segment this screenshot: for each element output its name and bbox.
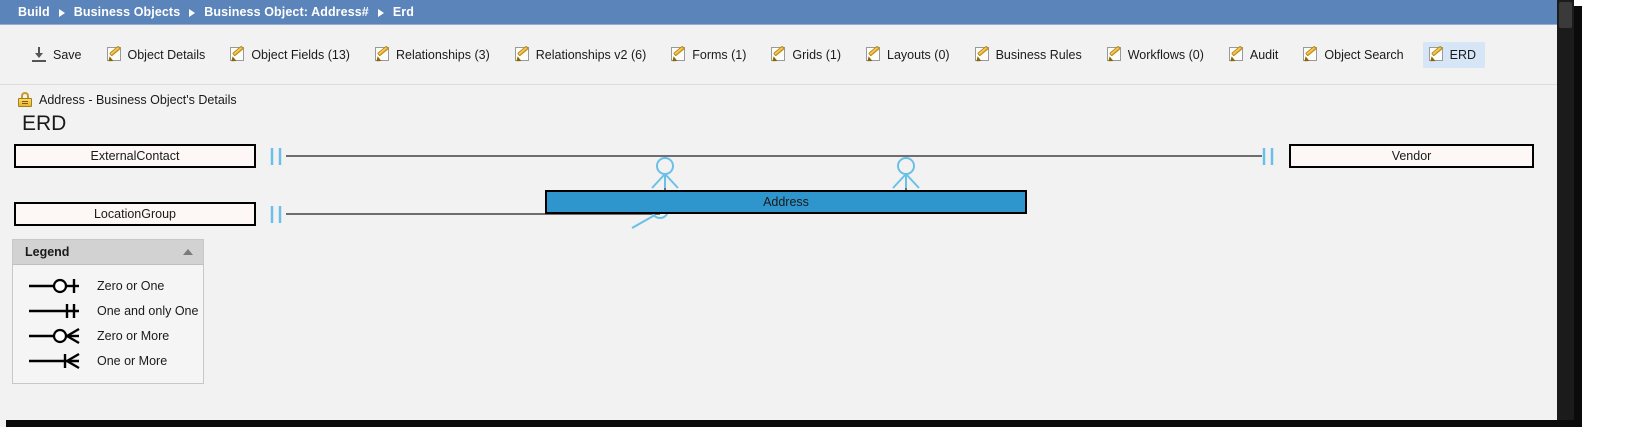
pencil-icon	[974, 45, 990, 64]
toolbar: Save Object Details Object Fields (13) R…	[0, 25, 1557, 85]
breadcrumb-item-erd[interactable]: Erd	[392, 5, 414, 19]
legend-label: One or More	[97, 353, 168, 368]
connector-one-and-only-one	[270, 148, 282, 165]
erd-entity-label: ExternalContact	[90, 149, 180, 163]
chevron-up-icon[interactable]	[183, 249, 193, 255]
breadcrumb-separator-icon	[189, 9, 196, 17]
erd-entity-label: Address	[763, 195, 809, 209]
toolbar-label: ERD	[1449, 47, 1477, 62]
toolbar-item-erd[interactable]: ERD	[1422, 41, 1486, 68]
toolbar-label: Save	[53, 47, 82, 62]
connector-one-and-only-one	[1262, 148, 1274, 165]
toolbar-label: Workflows (0)	[1127, 47, 1204, 62]
window-shadow-right	[1574, 6, 1582, 427]
legend-item-zero-or-more: Zero or More	[13, 323, 203, 348]
toolbar-item-workflows[interactable]: Workflows (0)	[1101, 42, 1213, 68]
one-and-only-one-icon	[29, 303, 79, 318]
toolbar-item-object-search[interactable]: Object Search	[1297, 42, 1412, 68]
legend-item-zero-or-one: Zero or One	[13, 273, 203, 298]
pencil-icon	[514, 45, 530, 64]
toolbar-label: Grids (1)	[792, 47, 842, 62]
legend-label: One and only One	[97, 303, 199, 318]
desktop-background	[1582, 0, 1629, 427]
scrollbar-thumb[interactable]	[1559, 2, 1572, 28]
pencil-icon	[865, 45, 881, 64]
toolbar-label: Object Search	[1324, 47, 1404, 62]
toolbar-label: Object Details	[127, 47, 206, 62]
breadcrumb-item-business-object-address[interactable]: Business Object: Address#	[204, 5, 369, 19]
pencil-icon	[229, 45, 245, 64]
toolbar-item-relationships[interactable]: Relationships (3)	[369, 42, 499, 68]
erd-entity-label: LocationGroup	[93, 207, 176, 221]
toolbar-item-grids[interactable]: Grids (1)	[765, 42, 850, 68]
toolbar-item-save[interactable]: Save	[26, 42, 91, 68]
toolbar-item-object-fields[interactable]: Object Fields (13)	[224, 42, 359, 68]
pencil-icon	[374, 45, 390, 64]
pencil-icon	[1106, 45, 1122, 64]
erd-entity-label: Vendor	[1391, 149, 1432, 163]
toolbar-item-business-rules[interactable]: Business Rules	[969, 42, 1091, 68]
vertical-scrollbar[interactable]	[1557, 0, 1574, 420]
toolbar-label: Forms (1)	[692, 47, 747, 62]
page-body: Build Business Objects Business Object: …	[0, 0, 1557, 427]
connector-one-and-only-one	[270, 206, 282, 223]
breadcrumb-item-build[interactable]: Build	[18, 5, 50, 19]
toolbar-label: Layouts (0)	[887, 47, 950, 62]
toolbar-item-forms[interactable]: Forms (1)	[665, 42, 755, 68]
pencil-icon	[1302, 45, 1318, 64]
page-title: ERD	[22, 112, 67, 135]
breadcrumb: Build Business Objects Business Object: …	[0, 0, 1557, 25]
zero-or-more-icon	[29, 327, 80, 344]
lock-icon	[18, 92, 32, 107]
legend-body: Zero or One One and only One	[13, 265, 203, 383]
pencil-icon	[1428, 45, 1444, 64]
erd-entity-externalcontact[interactable]: ExternalContact	[14, 144, 256, 168]
toolbar-item-layouts[interactable]: Layouts (0)	[860, 42, 959, 68]
pencil-icon	[670, 45, 686, 64]
erd-entity-locationgroup[interactable]: LocationGroup	[14, 202, 256, 226]
toolbar-label: Relationships (3)	[395, 47, 490, 62]
toolbar-label: Relationships v2 (6)	[535, 47, 647, 62]
legend-label: Zero or More	[97, 328, 170, 343]
breadcrumb-separator-icon	[58, 9, 65, 17]
legend-title: Legend	[25, 245, 70, 259]
one-or-more-icon	[29, 352, 80, 369]
toolbar-label: Business Rules	[995, 47, 1082, 62]
object-details-text: Address - Business Object's Details	[39, 92, 237, 107]
breadcrumb-separator-icon	[377, 9, 384, 17]
pencil-icon	[770, 45, 786, 64]
breadcrumb-item-business-objects[interactable]: Business Objects	[73, 5, 181, 19]
pencil-icon	[106, 45, 122, 64]
save-icon	[32, 47, 47, 62]
legend-header[interactable]: Legend	[13, 240, 203, 265]
erd-connector-layer	[270, 148, 1274, 229]
erd-entity-address[interactable]: Address	[545, 190, 1027, 214]
toolbar-item-relationships-v2[interactable]: Relationships v2 (6)	[509, 42, 655, 68]
window-shadow-bottom	[6, 420, 1582, 427]
toolbar-item-audit[interactable]: Audit	[1223, 42, 1288, 68]
pencil-icon	[1228, 45, 1244, 64]
zero-or-one-icon	[29, 278, 79, 293]
connector-zero-or-more	[651, 157, 679, 189]
toolbar-label: Object Fields (13)	[251, 47, 350, 62]
legend-item-one-or-more: One or More	[13, 348, 203, 373]
erd-entity-vendor[interactable]: Vendor	[1289, 144, 1534, 168]
legend-label: Zero or One	[97, 278, 165, 293]
legend-item-one-and-only-one: One and only One	[13, 298, 203, 323]
toolbar-item-object-details[interactable]: Object Details	[101, 42, 215, 68]
legend-panel: Legend Zero or One	[12, 239, 204, 384]
object-details-line: Address - Business Object's Details	[18, 92, 237, 107]
toolbar-label: Audit	[1249, 47, 1279, 62]
connector-zero-or-more	[892, 157, 920, 189]
erd-canvas: ExternalContact LocationGroup Address Ve…	[0, 140, 1557, 427]
